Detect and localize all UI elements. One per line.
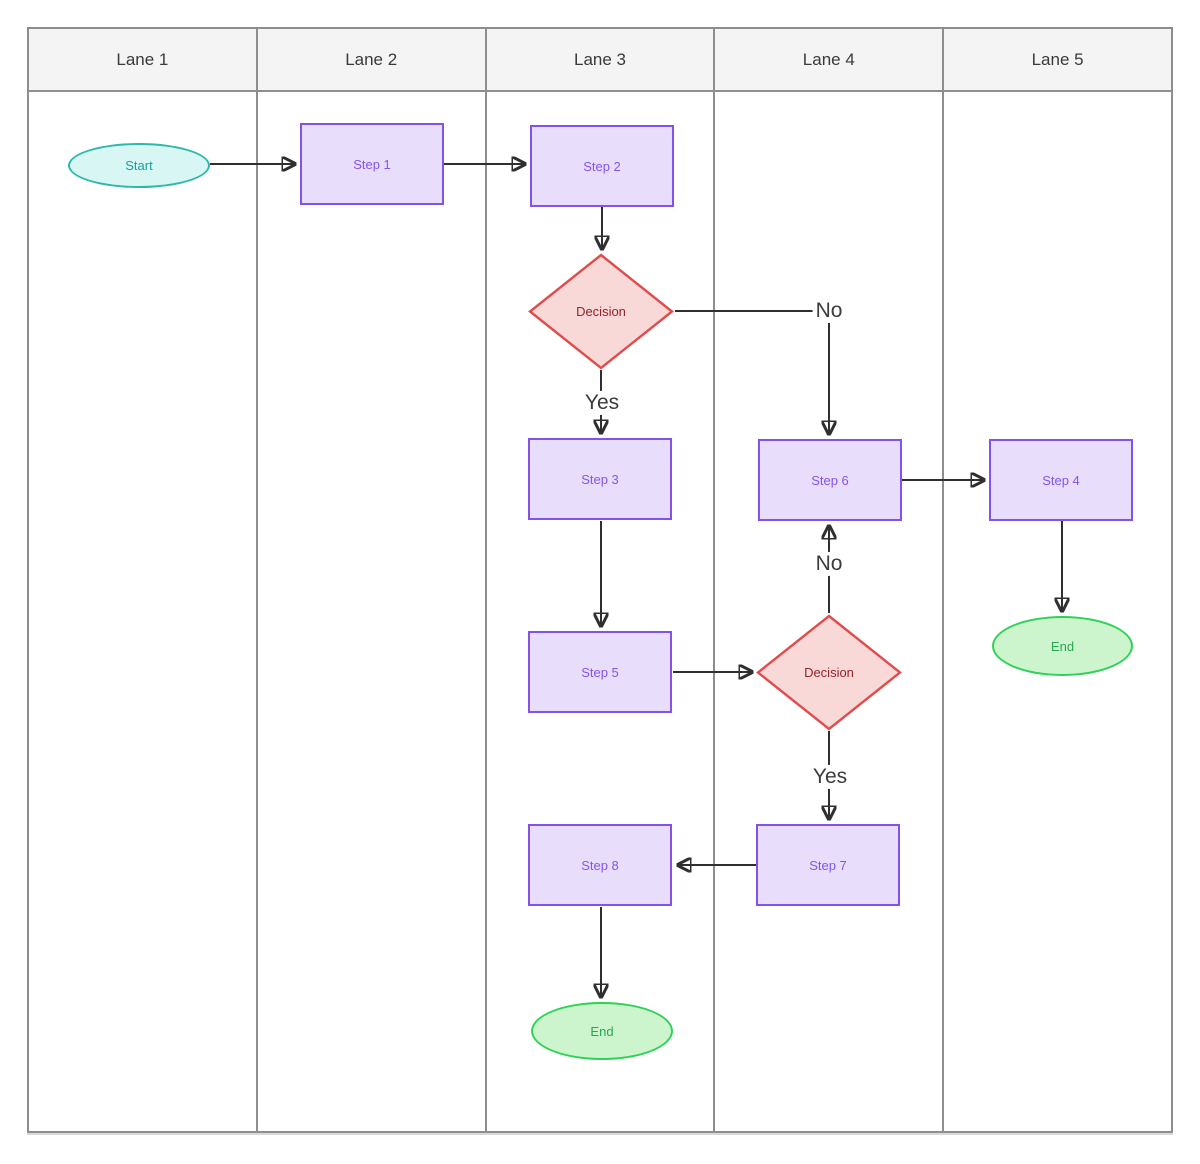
diamond-shape-icon <box>756 614 902 731</box>
lane-header-3[interactable]: Lane 3 <box>486 29 716 90</box>
lane-column-3 <box>486 92 716 1131</box>
lane-column-4 <box>715 92 945 1131</box>
node-start[interactable]: Start <box>68 143 210 188</box>
lane-column-1 <box>29 92 258 1131</box>
node-step-2[interactable]: Step 2 <box>530 125 674 207</box>
lane-column-5 <box>944 92 1171 1131</box>
node-end-lane5[interactable]: End <box>992 616 1133 676</box>
lane-header-4[interactable]: Lane 4 <box>715 29 945 90</box>
node-step-3[interactable]: Step 3 <box>528 438 672 520</box>
node-step-8[interactable]: Step 8 <box>528 824 672 906</box>
diamond-shape-icon <box>528 253 674 370</box>
node-step-6[interactable]: Step 6 <box>758 439 902 521</box>
edge-label-decision2-yes: Yes <box>809 764 851 790</box>
node-step-7[interactable]: Step 7 <box>756 824 900 906</box>
lane-header-1[interactable]: Lane 1 <box>29 29 258 90</box>
node-step-1[interactable]: Step 1 <box>300 123 444 205</box>
lane-header-row: Lane 1 Lane 2 Lane 3 Lane 4 Lane 5 <box>29 29 1171 92</box>
lane-column-2 <box>257 92 487 1131</box>
node-decision-2[interactable]: Decision <box>756 614 902 731</box>
edge-label-decision2-no: No <box>812 551 846 577</box>
lane-header-2[interactable]: Lane 2 <box>257 29 487 90</box>
decision-2-label: Decision <box>804 665 854 680</box>
decision-1-label: Decision <box>576 304 626 319</box>
node-step-4[interactable]: Step 4 <box>989 439 1133 521</box>
node-end-lane3[interactable]: End <box>531 1002 673 1060</box>
node-decision-1[interactable]: Decision <box>528 253 674 370</box>
lane-body-row <box>29 92 1171 1131</box>
edge-label-decision1-no: No <box>812 298 846 324</box>
lane-header-5[interactable]: Lane 5 <box>944 29 1171 90</box>
edge-label-decision1-yes: Yes <box>581 390 623 416</box>
node-step-5[interactable]: Step 5 <box>528 631 672 713</box>
